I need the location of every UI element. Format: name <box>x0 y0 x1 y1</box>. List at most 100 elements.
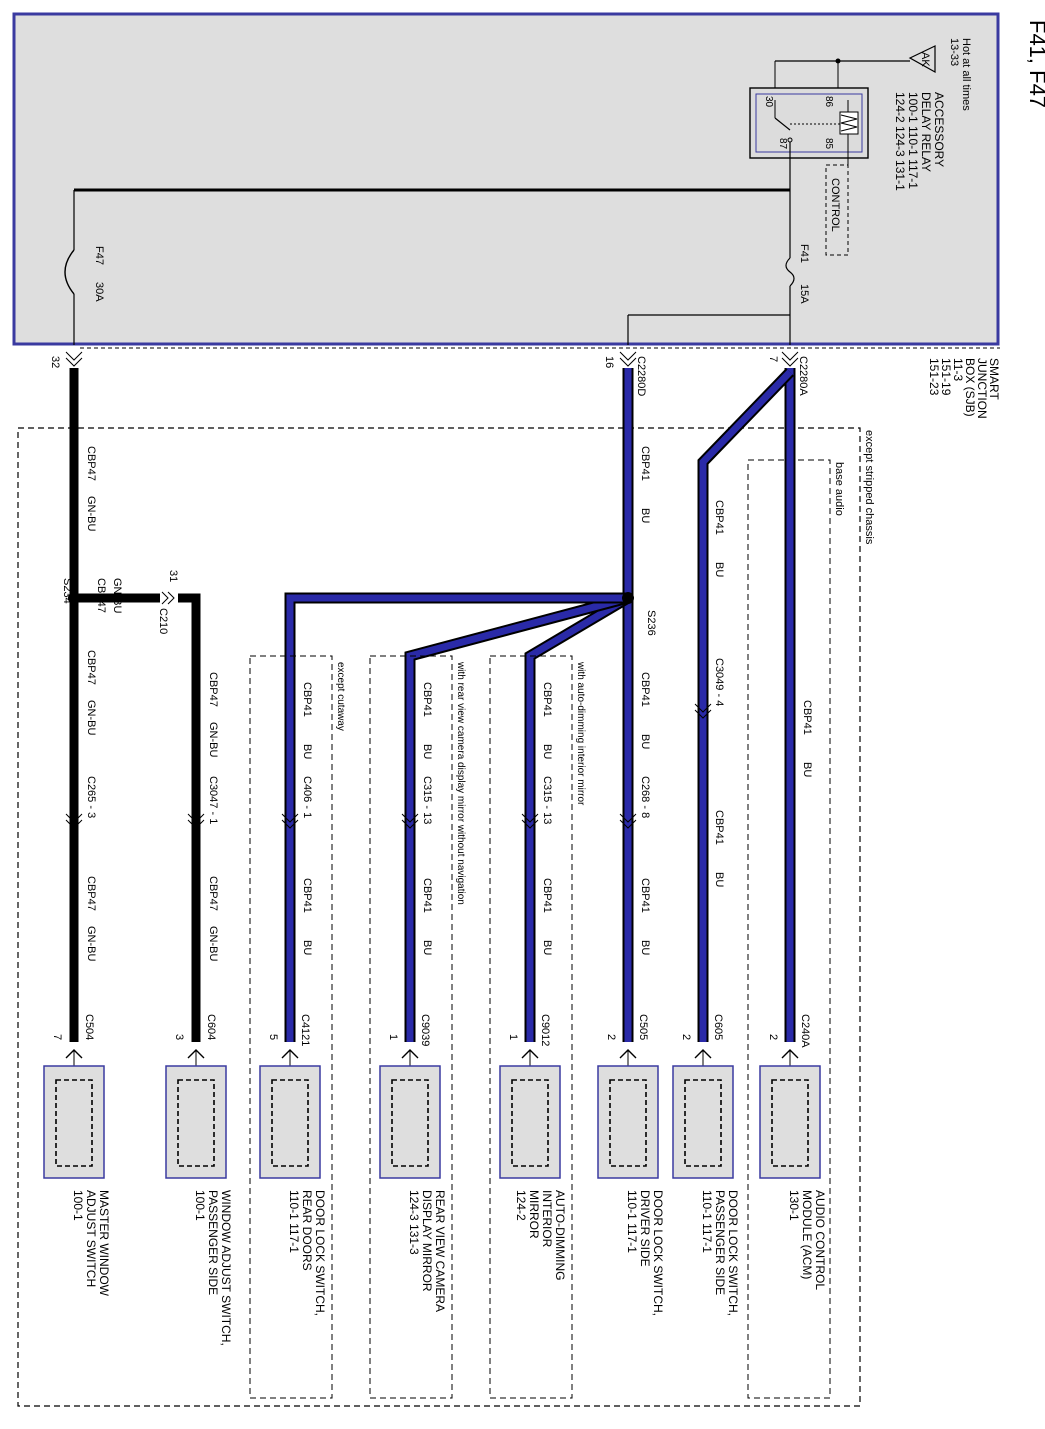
pin-label: 3 <box>173 1034 185 1040</box>
svg-text:CBP47: CBP47 <box>95 578 107 613</box>
connector-label: C240A <box>799 1014 811 1048</box>
component-name: REAR DOORS <box>300 1190 314 1271</box>
svg-text:CBP47: CBP47 <box>207 876 219 911</box>
svg-text:base audio: base audio <box>833 462 845 516</box>
component-name: REAR VIEW CAMERA <box>433 1190 447 1312</box>
ak-triangle <box>908 45 936 74</box>
component-name: DRIVER SIDE <box>638 1190 652 1267</box>
component-name: 130-1 <box>787 1190 801 1221</box>
svg-text:CBP47: CBP47 <box>85 876 97 911</box>
connector-label: C9012 <box>539 1014 551 1046</box>
svg-text:BU: BU <box>421 940 433 955</box>
connector-label: C605 <box>712 1014 724 1040</box>
auto-dimming-region <box>489 655 573 1399</box>
pin-label: 2 <box>767 1034 779 1040</box>
svg-text:BU: BU <box>713 562 725 577</box>
svg-text:C3047 - 1: C3047 - 1 <box>207 776 219 824</box>
hot-label: Hot at all times 13-33 <box>948 38 972 111</box>
rear-camera-region <box>369 655 453 1399</box>
svg-text:C3049 - 4: C3049 - 4 <box>713 658 725 706</box>
svg-text:GN-BU: GN-BU <box>111 578 123 614</box>
pin-label: 7 <box>51 1034 63 1040</box>
diagram-title: F41, F47 <box>1025 20 1045 108</box>
component-name: PASSENGER SIDE <box>206 1190 220 1295</box>
pin-label: 1 <box>507 1034 519 1040</box>
svg-text:CBP41: CBP41 <box>541 682 553 717</box>
component-name: DOOR LOCK SWITCH, <box>313 1190 327 1316</box>
svg-text:with auto-dimming interior mir: with auto-dimming interior mirror <box>575 661 586 806</box>
svg-text:GN-BU: GN-BU <box>85 496 97 532</box>
svg-text:BU: BU <box>301 940 313 955</box>
component-name: 110-1 117-1 <box>625 1190 639 1253</box>
svg-text:CBP41: CBP41 <box>421 682 433 717</box>
svg-text:BU: BU <box>713 872 725 887</box>
svg-text:11-3: 11-3 <box>951 358 965 381</box>
svg-text:BOX (SJB): BOX (SJB) <box>963 358 977 417</box>
pin-label: 5 <box>267 1034 279 1040</box>
svg-text:CBP41: CBP41 <box>639 446 651 481</box>
connector-label: C604 <box>205 1014 217 1040</box>
ak-label: AK <box>919 52 931 67</box>
s236-label: S236 <box>645 610 657 636</box>
sjb-box <box>12 12 1000 346</box>
svg-text:except stripped chassis: except stripped chassis <box>863 430 875 545</box>
svg-text:DELAY RELAY: DELAY RELAY <box>919 92 933 172</box>
black-wires <box>69 368 201 1042</box>
connector-label: C504 <box>83 1014 95 1040</box>
svg-text:7: 7 <box>767 356 779 362</box>
svg-text:BU: BU <box>639 508 651 523</box>
svg-text:GN-BU: GN-BU <box>85 926 97 962</box>
svg-text:BU: BU <box>541 744 553 759</box>
svg-text:15A: 15A <box>798 284 810 304</box>
svg-text:C2280A: C2280A <box>797 356 809 396</box>
component-name: MIRROR <box>527 1190 541 1239</box>
svg-text:BU: BU <box>301 744 313 759</box>
component-name: 124-3 131-3 <box>407 1190 421 1255</box>
svg-text:CONTROL: CONTROL <box>829 178 841 232</box>
svg-text:151-23: 151-23 <box>927 358 941 396</box>
component-name: AUTO-DIMMING <box>553 1190 567 1280</box>
component-name: AUDIO CONTROL <box>813 1190 827 1290</box>
svg-text:85: 85 <box>823 138 834 150</box>
svg-text:CBP41: CBP41 <box>713 500 725 535</box>
svg-text:151-19: 151-19 <box>939 358 953 396</box>
control-box <box>825 164 849 256</box>
svg-text:GN-BU: GN-BU <box>85 700 97 736</box>
component-name: 124-2 <box>514 1190 528 1221</box>
component-name: DISPLAY MIRROR <box>420 1190 434 1292</box>
s234-label: S234 <box>61 578 73 604</box>
component-name: DOOR LOCK SWITCH, <box>726 1190 740 1316</box>
pin-label: 2 <box>680 1034 692 1040</box>
svg-text:except cutaway: except cutaway <box>335 662 346 731</box>
component-name: 100-1 <box>71 1190 85 1221</box>
svg-text:13-33: 13-33 <box>948 38 960 66</box>
component-name: MASTER WINDOW <box>97 1190 111 1297</box>
inline-connectors <box>65 703 712 829</box>
svg-text:87: 87 <box>777 138 788 150</box>
svg-text:C315 - 13: C315 - 13 <box>421 776 433 824</box>
splice-s236 <box>622 592 634 604</box>
svg-text:CBP47: CBP47 <box>85 650 97 685</box>
svg-text:30: 30 <box>763 96 774 108</box>
svg-text:86: 86 <box>823 96 834 108</box>
svg-text:F47: F47 <box>93 246 105 265</box>
svg-text:CBP41: CBP41 <box>421 878 433 913</box>
svg-text:SMART: SMART <box>987 358 1001 400</box>
svg-text:32: 32 <box>49 356 61 368</box>
svg-text:C315 - 13: C315 - 13 <box>541 776 553 824</box>
connector-label: C9039 <box>419 1014 431 1046</box>
svg-text:CBP47: CBP47 <box>207 672 219 707</box>
svg-text:CBP41: CBP41 <box>713 810 725 845</box>
svg-text:C210: C210 <box>157 608 169 634</box>
svg-text:F41: F41 <box>798 244 810 263</box>
component-name: 100-1 <box>193 1190 207 1221</box>
svg-text:31: 31 <box>167 570 179 582</box>
